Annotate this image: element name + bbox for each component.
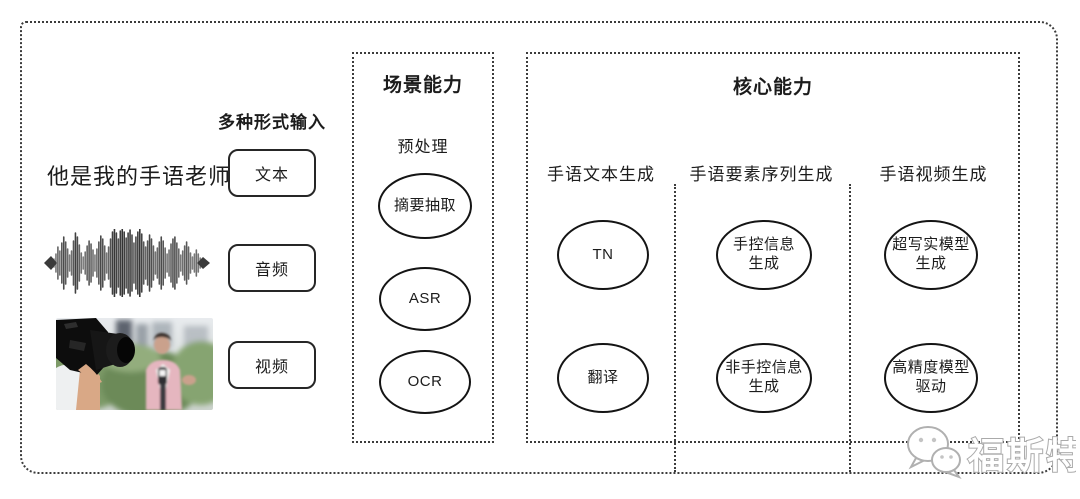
waveform-left-point: [44, 256, 57, 270]
column-divider-2: [849, 184, 851, 472]
photo-camera-foreground: [56, 318, 135, 410]
input-type-box-video: 视频: [228, 341, 316, 389]
outer-dotted-frame: [20, 21, 1058, 474]
sample-sentence-text: 他是我的手语老师: [47, 164, 232, 189]
node-label: 非手控信息 生成: [725, 359, 803, 395]
preprocess-label: 预处理: [397, 139, 449, 156]
scene-box-title: 场景能力: [382, 75, 463, 96]
column-divider-1: [674, 184, 676, 472]
watermark: 福斯特: [907, 426, 1076, 480]
wechat-icon: [907, 426, 962, 480]
column-header-sign-video-generation: 手语视频生成: [879, 165, 988, 184]
watermark-text: 福斯特: [967, 435, 1076, 476]
node-high-precision-model-driving: 高精度模型 驱动: [884, 343, 978, 413]
scene-capability-box: 场景能力 预处理 摘要抽取 ASR OCR: [352, 52, 494, 443]
input-type-label: 视频: [254, 359, 289, 376]
node-label: 摘要抽取: [393, 196, 456, 214]
node-manual-info-generation: 手控信息 生成: [716, 220, 812, 290]
interview-photo: [56, 318, 213, 410]
node-ocr: OCR: [379, 350, 471, 414]
node-translation: 翻译: [557, 343, 649, 413]
node-label: 高精度模型 驱动: [892, 359, 970, 395]
node-label: 手控信息 生成: [732, 236, 795, 272]
node-label: 超写实模型 生成: [892, 236, 970, 272]
photo-reporter: [146, 332, 196, 410]
node-summary-extraction: 摘要抽取: [378, 173, 472, 239]
node-label: 翻译: [587, 368, 619, 386]
input-type-label: 音频: [254, 262, 289, 279]
column-header-sign-element-sequence: 手语要素序列生成: [689, 165, 834, 184]
core-box-title: 核心能力: [732, 77, 813, 98]
column-header-sign-text-generation: 手语文本生成: [547, 165, 655, 184]
node-label: OCR: [407, 372, 443, 390]
input-type-box-text: 文本: [228, 149, 316, 197]
input-section-header: 多种形式输入: [218, 113, 326, 132]
node-asr: ASR: [379, 267, 471, 331]
node-hyperreal-model-generation: 超写实模型 生成: [884, 220, 978, 290]
node-tn: TN: [557, 220, 649, 290]
node-label: ASR: [408, 289, 442, 307]
node-label: TN: [592, 245, 614, 263]
input-type-label: 文本: [254, 167, 289, 184]
input-type-box-audio: 音频: [228, 244, 316, 292]
waveform-right-point: [197, 257, 210, 269]
audio-waveform-icon: [44, 229, 210, 297]
wechat-icon-eyes: [918, 437, 953, 459]
node-non-manual-info-generation: 非手控信息 生成: [716, 343, 812, 413]
core-capability-box: 核心能力 手语文本生成 TN 翻译 手语要素序列生成 手控信息 生成 非手控信息…: [526, 52, 1020, 472]
